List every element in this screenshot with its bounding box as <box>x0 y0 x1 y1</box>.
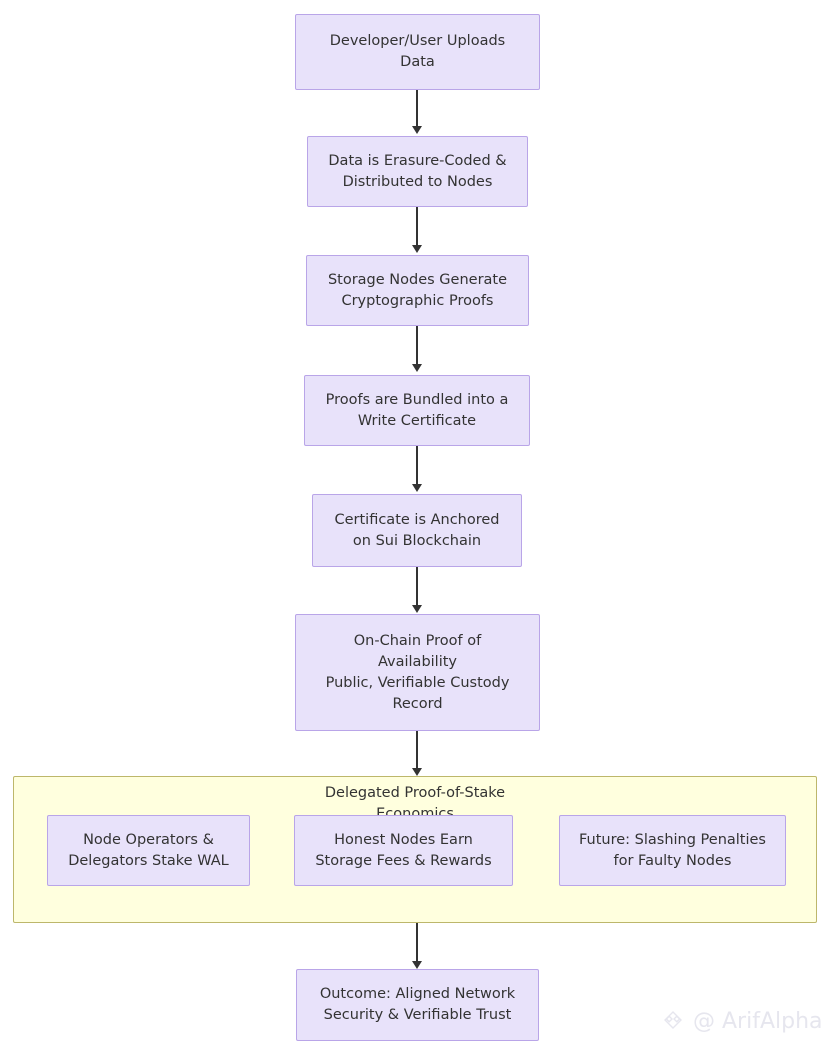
diamond-logo-icon <box>660 1008 686 1034</box>
node-storage-nodes-generate-proofs[interactable]: Storage Nodes Generate Cryptographic Pro… <box>306 255 529 326</box>
node-label: Developer/User Uploads Data <box>329 33 506 70</box>
edge-n2-n3 <box>416 207 418 246</box>
watermark: @ ArifAlpha <box>660 1008 823 1034</box>
node-label: Certificate is Anchored on Sui Blockchai… <box>334 511 500 549</box>
node-proofs-bundled-write-certificate[interactable]: Proofs are Bundled into a Write Certific… <box>304 375 530 446</box>
node-label: Honest Nodes Earn Storage Fees & Rewards <box>315 831 492 869</box>
edge-n5-n6 <box>416 567 418 606</box>
node-label: On-Chain Proof of Availability Public, V… <box>325 632 510 712</box>
node-label: Outcome: Aligned Network Security & Veri… <box>319 986 516 1023</box>
edge-subgraph-n10 <box>416 923 418 962</box>
node-honest-nodes-earn-fees[interactable]: Honest Nodes Earn Storage Fees & Rewards <box>294 815 513 886</box>
edge-n4-n5 <box>416 446 418 485</box>
node-label: Future: Slashing Penalties for Faulty No… <box>578 831 766 869</box>
node-onchain-proof-availability[interactable]: On-Chain Proof of Availability Public, V… <box>295 614 540 731</box>
edge-arrowhead-n5-n6 <box>411 605 422 613</box>
watermark-handle: @ ArifAlpha <box>693 1008 823 1034</box>
node-label: Node Operators & Delegators Stake WAL <box>68 831 229 869</box>
node-node-operators-delegators-stake-wal[interactable]: Node Operators & Delegators Stake WAL <box>47 815 250 886</box>
node-certificate-anchored-sui[interactable]: Certificate is Anchored on Sui Blockchai… <box>312 494 522 567</box>
edge-arrowhead-n2-n3 <box>411 245 422 253</box>
node-future-slashing-penalties[interactable]: Future: Slashing Penalties for Faulty No… <box>559 815 786 886</box>
node-label: Storage Nodes Generate Cryptographic Pro… <box>327 271 508 309</box>
edge-arrowhead-n1-n2 <box>411 126 422 134</box>
node-label: Proofs are Bundled into a Write Certific… <box>325 391 509 429</box>
edge-arrowhead-subgraph-n10 <box>411 961 422 969</box>
edge-n1-n2 <box>416 90 418 128</box>
edge-arrowhead-n3-n4 <box>411 364 422 372</box>
edge-n6-subgraph <box>416 731 418 769</box>
node-developer-user-uploads-data[interactable]: Developer/User Uploads Data <box>295 14 540 90</box>
edge-arrowhead-n4-n5 <box>411 484 422 492</box>
node-label: Data is Erasure-Coded & Distributed to N… <box>328 152 507 190</box>
edge-arrowhead-n6-subgraph <box>411 768 422 776</box>
node-data-erasure-coded[interactable]: Data is Erasure-Coded & Distributed to N… <box>307 136 528 207</box>
edge-n3-n4 <box>416 326 418 365</box>
node-outcome-aligned-network-security[interactable]: Outcome: Aligned Network Security & Veri… <box>296 969 539 1041</box>
